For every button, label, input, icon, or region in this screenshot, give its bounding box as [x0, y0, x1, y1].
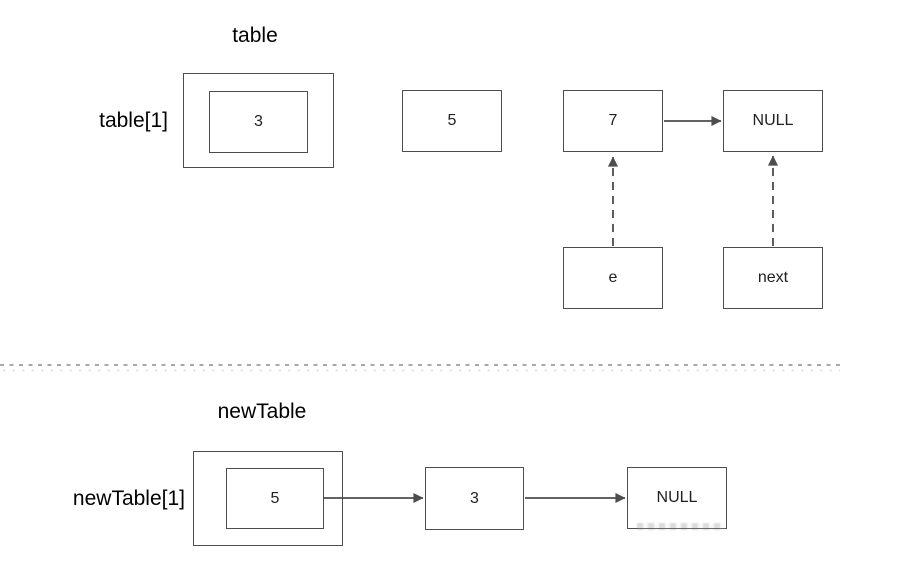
table-node-5: 5	[402, 90, 502, 152]
pointer-e-label: e	[608, 269, 618, 286]
newtable-bucket-value: 5	[270, 489, 280, 507]
table-node-null: NULL	[723, 90, 823, 152]
table-bucket-outer-box	[183, 73, 334, 168]
table-node-7: 7	[563, 90, 663, 152]
newtable-node-null: NULL	[627, 467, 727, 529]
table-node-7-value: 7	[608, 112, 618, 129]
table-title: table	[232, 24, 278, 47]
newtable-title: newTable	[217, 400, 307, 423]
pointer-next-box: next	[723, 247, 823, 309]
table-node-5-value: 5	[447, 112, 457, 129]
watermark-artifact	[637, 523, 725, 530]
pointer-e-box: e	[563, 247, 663, 309]
table-bucket-node: 3	[209, 91, 308, 153]
newtable-index-label: newTable[1]	[72, 487, 185, 510]
newtable-node-3: 3	[425, 467, 524, 530]
table-index-label: table[1]	[99, 109, 168, 132]
newtable-node-3-value: 3	[470, 489, 479, 507]
newtable-bucket-node: 5	[226, 468, 324, 529]
table-bucket-value: 3	[254, 113, 263, 130]
pointer-next-label: next	[757, 269, 789, 286]
newtable-node-null-value: NULL	[656, 489, 698, 506]
table-node-null-value: NULL	[752, 112, 794, 129]
